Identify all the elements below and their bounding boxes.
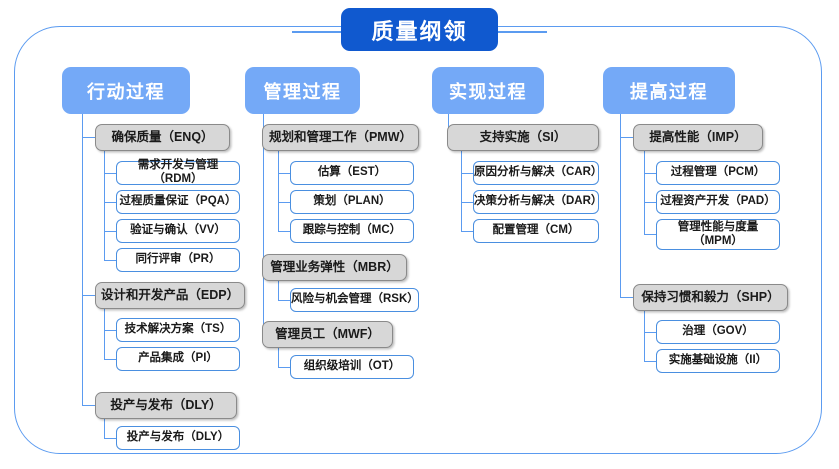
- leaf-stub-rdm: [104, 173, 117, 175]
- group-box-enq[interactable]: 确保质量（ENQ）: [95, 124, 230, 151]
- leaf-stub-pi: [104, 359, 117, 361]
- column-1-group-2-branch: [104, 309, 106, 360]
- column-2-group-1-branch: [278, 151, 280, 231]
- leaf-box-gov[interactable]: 治理（GOV）: [656, 320, 780, 344]
- column-3-group-1-branch: [461, 151, 463, 231]
- leaf-box-cm[interactable]: 配置管理（CM）: [473, 219, 599, 243]
- column-header-3[interactable]: 实现过程: [432, 67, 544, 114]
- leaf-stub-vv: [104, 231, 117, 233]
- root-title-connector-right: [495, 31, 547, 33]
- leaf-box-mc[interactable]: 跟踪与控制（MC）: [290, 219, 414, 243]
- leaf-box-ii[interactable]: 实施基础设施（II）: [656, 349, 780, 373]
- column-1-trunk: [82, 114, 84, 405]
- leaf-stub-ii: [644, 361, 657, 363]
- group-box-mbr[interactable]: 管理业务弹性（MBR）: [262, 254, 407, 281]
- root-title[interactable]: 质量纲领: [341, 8, 498, 51]
- group-box-pmw[interactable]: 规划和管理工作（PMW）: [262, 124, 419, 151]
- group-box-mwf[interactable]: 管理员工（MWF）: [262, 321, 393, 348]
- column-4-trunk: [620, 114, 622, 298]
- leaf-stub-dar: [461, 202, 474, 204]
- column-1-group-2-stub: [82, 295, 96, 297]
- group-box-edp[interactable]: 设计和开发产品（EDP）: [95, 282, 245, 309]
- column-1-group-3-stub: [82, 405, 96, 407]
- leaf-stub-pqa: [104, 202, 117, 204]
- group-box-si[interactable]: 支持实施（SI）: [447, 124, 599, 151]
- leaf-stub-gov: [644, 332, 657, 334]
- leaf-box-dar[interactable]: 决策分析与解决（DAR）: [473, 190, 602, 214]
- leaf-box-est[interactable]: 估算（EST）: [290, 161, 414, 185]
- column-1-group-1-branch: [104, 151, 106, 260]
- leaf-stub-pad: [644, 202, 657, 204]
- leaf-stub-pr: [104, 260, 117, 262]
- leaf-box-plan[interactable]: 策划（PLAN）: [290, 190, 414, 214]
- column-4-group-2-stub: [620, 297, 634, 299]
- column-2-group-3-branch: [278, 348, 280, 368]
- group-box-shp[interactable]: 保持习惯和毅力（SHP）: [633, 284, 788, 311]
- group-box-dly[interactable]: 投产与发布（DLY）: [95, 392, 237, 419]
- column-header-4[interactable]: 提高过程: [603, 67, 735, 114]
- leaf-box-ts[interactable]: 技术解决方案（TS）: [116, 318, 240, 342]
- leaf-stub-ts: [104, 330, 117, 332]
- column-header-1[interactable]: 行动过程: [62, 67, 190, 114]
- leaf-box-pcm[interactable]: 过程管理（PCM）: [656, 161, 780, 185]
- column-4-group-1-branch: [644, 151, 646, 235]
- leaf-box-pqa[interactable]: 过程质量保证（PQA）: [116, 190, 240, 214]
- leaf-stub-car: [461, 173, 474, 175]
- leaf-stub-pcm: [644, 173, 657, 175]
- column-1-group-1-stub: [82, 137, 96, 139]
- column-2-group-2-branch: [278, 281, 280, 301]
- leaf-box-mpm[interactable]: 管理性能与度量 （MPM）: [656, 219, 780, 250]
- leaf-box-vv[interactable]: 验证与确认（VV）: [116, 219, 240, 243]
- leaf-box-ot[interactable]: 组织级培训（OT）: [290, 355, 414, 379]
- group-box-imp[interactable]: 提高性能（IMP）: [633, 124, 763, 151]
- root-title-connector-left: [292, 31, 344, 33]
- leaf-box-pad[interactable]: 过程资产开发（PAD）: [656, 190, 780, 214]
- leaf-box-pr[interactable]: 同行评审（PR）: [116, 248, 240, 272]
- leaf-box-car[interactable]: 原因分析与解决（CAR）: [473, 161, 602, 185]
- column-4-group-1-stub: [620, 137, 634, 139]
- leaf-stub-rsk: [278, 300, 291, 302]
- leaf-box-dly[interactable]: 投产与发布（DLY）: [116, 426, 240, 450]
- column-1-group-3-branch: [104, 419, 106, 439]
- column-4-group-2-branch: [644, 311, 646, 362]
- leaf-stub-mpm: [644, 234, 657, 236]
- leaf-box-rsk[interactable]: 风险与机会管理（RSK）: [290, 288, 419, 312]
- leaf-stub-plan: [278, 202, 291, 204]
- leaf-box-rdm[interactable]: 需求开发与管理（RDM）: [116, 159, 240, 185]
- leaf-stub-ot: [278, 367, 291, 369]
- leaf-stub-mc: [278, 231, 291, 233]
- leaf-stub-dly: [104, 438, 117, 440]
- leaf-box-pi[interactable]: 产品集成（PI）: [116, 347, 240, 371]
- column-2-trunk: [263, 114, 265, 345]
- column-header-2[interactable]: 管理过程: [245, 67, 360, 114]
- leaf-stub-est: [278, 173, 291, 175]
- leaf-stub-cm: [461, 231, 474, 233]
